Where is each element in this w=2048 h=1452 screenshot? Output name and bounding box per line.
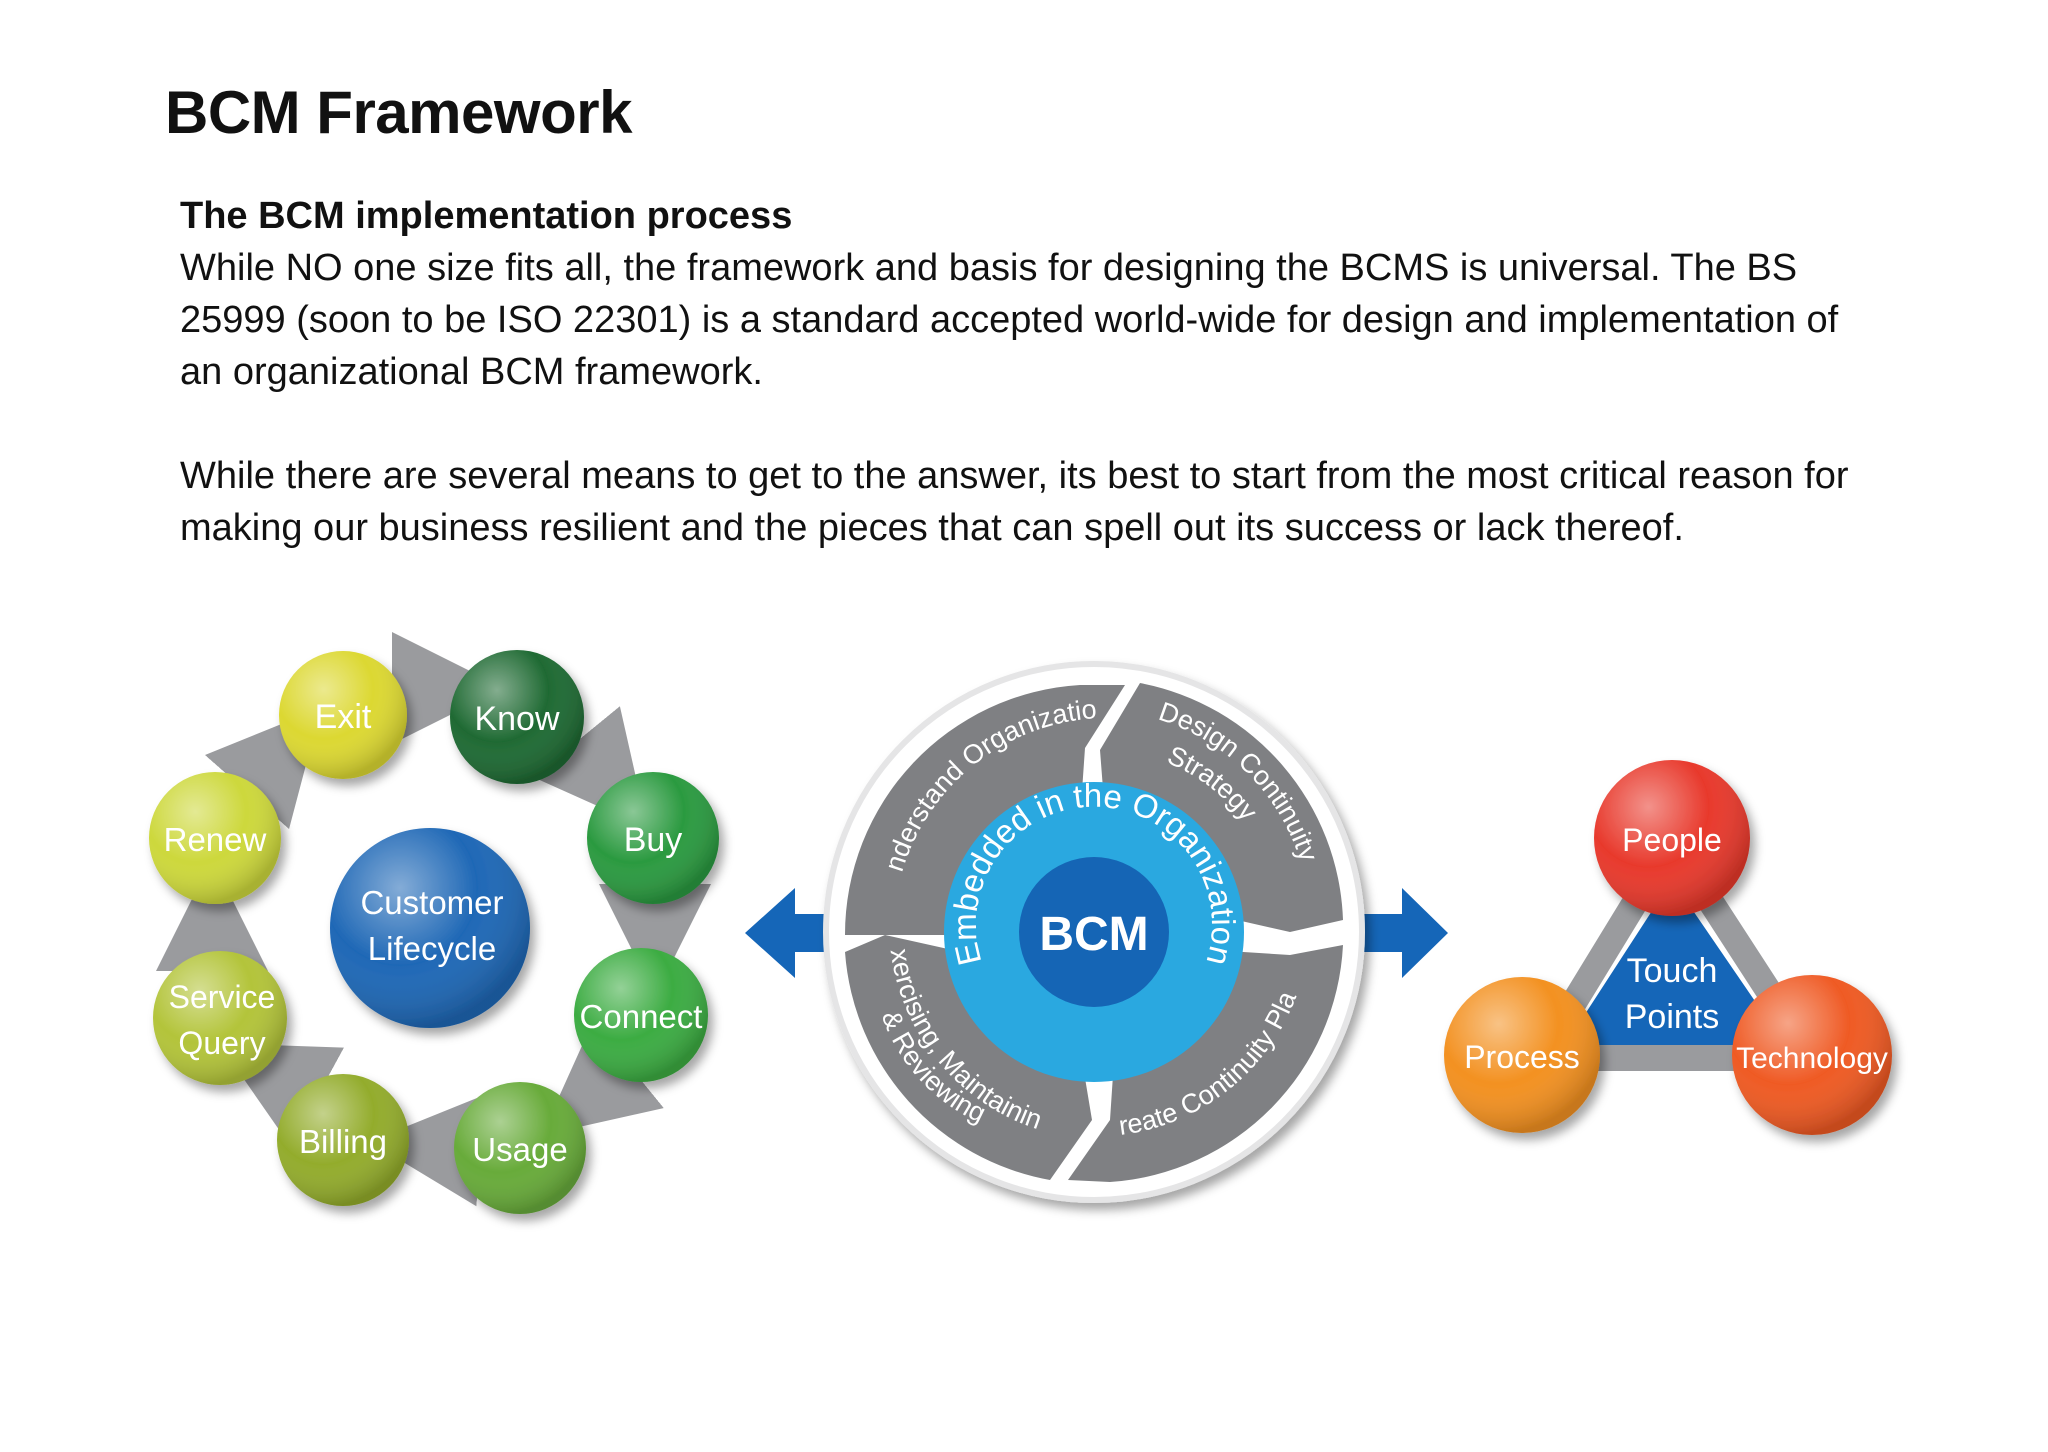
lifecycle-center-label-1: Customer (360, 884, 503, 921)
touch-points-center (1565, 880, 1785, 1045)
stage-connect-label: Connect (580, 998, 703, 1035)
bcm-cycle: BCM Embedded in the Organization Underst… (0, 0, 1365, 1203)
diagram-canvas: Exit Know Buy Connect Usage Bi (0, 0, 1892, 1214)
stage-service-query-label-1: Service (169, 979, 276, 1015)
process-node (1444, 977, 1600, 1133)
segment-design (1100, 683, 1343, 932)
customer-lifecycle-center (330, 828, 530, 1028)
stage-buy-label: Buy (624, 821, 683, 859)
people-label: People (1622, 822, 1722, 858)
stage-renew (149, 772, 281, 904)
stage-billing-label: Billing (299, 1123, 387, 1160)
stage-buy (587, 772, 719, 904)
stage-service-query-label-2: Query (178, 1025, 265, 1061)
lifecycle-connectors (156, 632, 711, 1207)
segment-understand (844, 685, 1125, 935)
stage-service-query (153, 951, 287, 1085)
stage-billing (277, 1074, 409, 1206)
body-text: The BCM implementation process While NO … (180, 190, 1880, 554)
stage-usage-label: Usage (472, 1131, 567, 1168)
touch-points-triangle (1527, 829, 1825, 1071)
page-title: BCM Framework (165, 79, 632, 146)
touch-points-label-1: Touch (1627, 952, 1718, 990)
segment-create (1068, 945, 1343, 1182)
stage-know-label: Know (474, 700, 559, 738)
bcm-core (1019, 857, 1169, 1007)
bcm-center-label: BCM (1039, 908, 1148, 961)
technology-node (1732, 975, 1892, 1135)
lifecycle-center-label-2: Lifecycle (368, 930, 496, 967)
stage-exit (279, 651, 407, 779)
technology-label: Technology (1736, 1042, 1888, 1075)
stage-know (450, 650, 584, 784)
paragraph-2: While there are several means to get to … (180, 455, 1849, 549)
paragraph-gap (180, 398, 1880, 450)
stage-renew-label: Renew (164, 821, 267, 858)
segment-exercise (845, 935, 1092, 1180)
stage-exit-label: Exit (315, 698, 372, 736)
right-blue-arrow (1360, 888, 1448, 978)
customer-lifecycle: Exit Know Buy Connect Usage Bi (149, 632, 719, 1214)
left-blue-arrow (745, 888, 830, 978)
process-label: Process (1464, 1039, 1580, 1075)
section-subheading: The BCM implementation process (180, 195, 793, 237)
stage-usage (454, 1082, 586, 1214)
paragraph-1: While NO one size fits all, the framewor… (180, 247, 1839, 393)
bcm-segments (844, 683, 1343, 1182)
people-node (1594, 760, 1750, 916)
stage-connect (574, 948, 708, 1082)
touch-points-label-2: Points (1625, 998, 1720, 1036)
touch-points: Touch Points People Process Technology (1444, 760, 1892, 1135)
